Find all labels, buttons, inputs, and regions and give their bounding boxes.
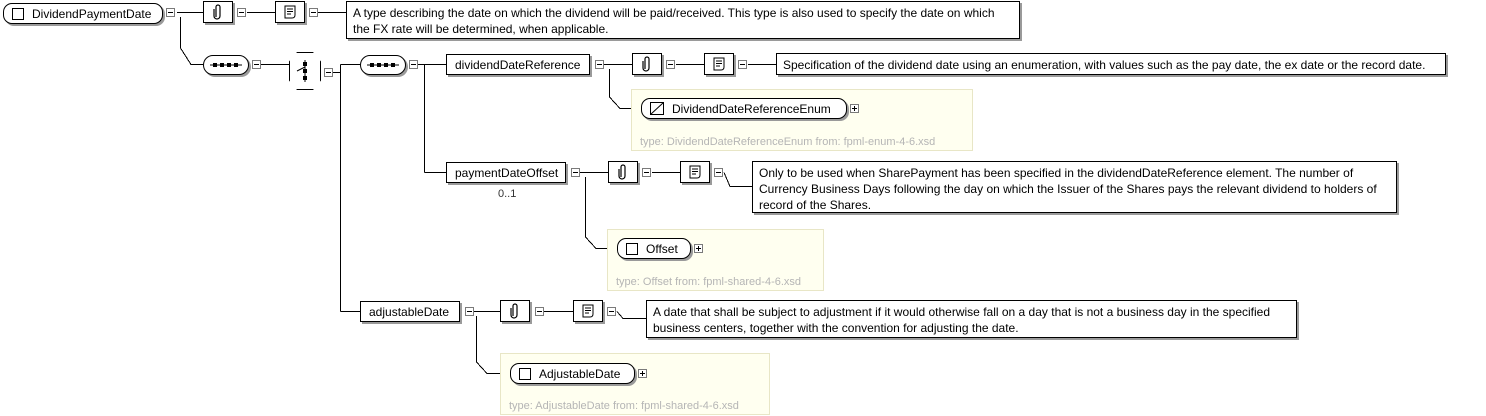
adjustable-date-annotation-toggle[interactable] (535, 307, 544, 316)
type-name: DividendDateReferenceEnum (672, 101, 831, 116)
adjustable-date-documentation-node[interactable] (573, 300, 603, 322)
document-icon (582, 304, 594, 318)
dividend-date-reference-toggle[interactable] (595, 60, 604, 69)
adjustable-date-documentation-text: A date that shall be subject to adjustme… (646, 300, 1297, 338)
paperclip-icon (510, 303, 518, 319)
element-payment-date-offset[interactable]: paymentDateOffset (446, 162, 566, 183)
offset-type[interactable]: Offset (617, 238, 691, 259)
type-name: Offset (646, 241, 678, 256)
adjustable-date-type[interactable]: AdjustableDate (510, 363, 635, 384)
root-type-node[interactable]: DividendPaymentDate (3, 3, 163, 24)
offset-type-expand[interactable] (694, 244, 703, 253)
element-name: adjustableDate (369, 304, 450, 319)
adjustable-date-type-label: type: AdjustableDate from: fpml-shared-4… (509, 400, 739, 412)
root-documentation-text: A type describing the date on which the … (346, 1, 1020, 39)
sequence-compositor[interactable] (203, 55, 249, 75)
paperclip-icon (213, 4, 221, 20)
root-type-name: DividendPaymentDate (32, 6, 152, 21)
payment-date-offset-documentation-text: Only to be used when SharePayment has be… (752, 161, 1397, 213)
payment-date-offset-annotation-toggle[interactable] (642, 168, 651, 177)
root-collapse-toggle[interactable] (166, 8, 175, 17)
adjustable-date-toggle[interactable] (465, 307, 474, 316)
inner-sequence-compositor[interactable] (360, 55, 406, 75)
element-adjustable-date[interactable]: adjustableDate (360, 301, 460, 322)
dividend-date-reference-enum-type[interactable]: DividendDateReferenceEnum (641, 98, 847, 119)
paperclip-icon (618, 164, 626, 180)
complex-type-icon (12, 7, 24, 20)
sequence-toggle[interactable] (252, 60, 261, 69)
dividend-date-reference-enum-expand[interactable] (850, 104, 859, 113)
sequence-icon (210, 63, 242, 67)
document-icon (284, 5, 296, 19)
root-documentation-node[interactable] (275, 1, 305, 23)
adjustable-date-type-expand[interactable] (638, 369, 647, 378)
document-icon (689, 165, 701, 179)
root-annotation-node[interactable] (203, 1, 233, 23)
payment-date-offset-occurrence: 0..1 (498, 188, 517, 200)
payment-date-offset-annotation-node[interactable] (608, 161, 638, 183)
payment-date-offset-documentation-toggle[interactable] (714, 168, 723, 177)
complex-type-icon (626, 242, 638, 255)
sequence-icon (367, 63, 399, 67)
dividend-date-reference-annotation-toggle[interactable] (666, 60, 675, 69)
root-documentation-toggle[interactable] (309, 8, 318, 17)
dividend-date-reference-type-label: type: DividendDateReferenceEnum from: fp… (640, 136, 936, 148)
choice-toggle[interactable] (324, 68, 333, 77)
complex-type-icon (519, 367, 531, 380)
payment-date-offset-documentation-node[interactable] (680, 161, 710, 183)
adjustable-date-annotation-node[interactable] (500, 300, 530, 322)
dividend-date-reference-documentation-toggle[interactable] (738, 60, 747, 69)
paperclip-icon (642, 56, 650, 72)
payment-date-offset-toggle[interactable] (571, 168, 580, 177)
root-annotation-toggle[interactable] (237, 8, 246, 17)
document-icon (713, 57, 725, 71)
inner-sequence-toggle[interactable] (409, 60, 418, 69)
dividend-date-reference-annotation-node[interactable] (632, 53, 662, 75)
choice-icon (296, 60, 307, 82)
element-name: paymentDateOffset (455, 165, 559, 180)
element-name: dividendDateReference (455, 57, 581, 72)
element-dividend-date-reference[interactable]: dividendDateReference (446, 54, 590, 75)
dividend-date-reference-documentation-text: Specification of the dividend date using… (776, 53, 1446, 75)
choice-compositor[interactable] (289, 52, 321, 90)
simple-type-icon (650, 102, 664, 115)
dividend-date-reference-documentation-node[interactable] (704, 53, 734, 75)
type-name: AdjustableDate (539, 366, 621, 381)
payment-date-offset-type-label: type: Offset from: fpml-shared-4-6.xsd (616, 276, 802, 288)
adjustable-date-documentation-toggle[interactable] (607, 307, 616, 316)
